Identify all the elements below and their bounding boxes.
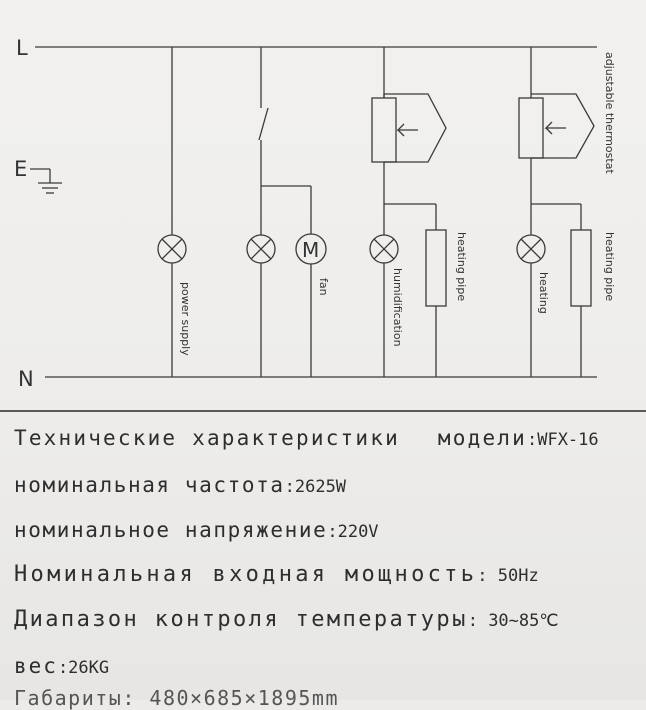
weight-value: :26KG bbox=[57, 658, 110, 678]
model-label: модели bbox=[437, 426, 527, 450]
switch-branch bbox=[258, 47, 312, 377]
power-supply-label: power supply bbox=[179, 282, 192, 356]
earth-label: E bbox=[14, 157, 27, 181]
svg-text:M: M bbox=[302, 238, 319, 262]
power-supply-lamp bbox=[157, 234, 187, 264]
weight-label: вес bbox=[14, 654, 58, 678]
heating-label: heating bbox=[537, 272, 550, 314]
neutral-label: N bbox=[18, 367, 34, 391]
fan-label: fan bbox=[317, 278, 330, 296]
temperature-value: : 30~85℃ bbox=[467, 611, 559, 631]
heating-pipe-1 bbox=[425, 229, 447, 307]
wiring-diagram: L E N power supply bbox=[14, 36, 616, 391]
frequency-row: номинальная частота:2625W bbox=[14, 473, 346, 497]
humidification-label: humidification bbox=[391, 268, 404, 347]
dimensions-row: Габариты: 480×685×1895mm bbox=[14, 686, 339, 710]
frequency-value: :2625W bbox=[284, 477, 347, 497]
dimensions-text: Габариты: 480×685×1895mm bbox=[14, 686, 339, 710]
voltage-row: номинальное напряжение:220V bbox=[14, 518, 379, 542]
temperature-label: Диапазон контроля температуры bbox=[14, 607, 468, 632]
heating-pipe-2 bbox=[570, 229, 592, 307]
power-label: Номинальная входная мощность bbox=[14, 562, 478, 587]
adjustable-thermostat bbox=[518, 93, 595, 159]
fan-motor: M bbox=[295, 233, 327, 265]
humidification-thermostat bbox=[371, 93, 447, 163]
voltage-value: :220V bbox=[327, 522, 379, 542]
model-value: :WFX-16 bbox=[526, 430, 599, 450]
adjustable-thermostat-label: adjustable thermostat bbox=[603, 52, 616, 174]
heating-lamp bbox=[516, 234, 546, 264]
voltage-label: номинальное напряжение bbox=[14, 518, 328, 542]
spec-title: Технические характеристики bbox=[14, 426, 400, 450]
fan-lamp bbox=[246, 234, 276, 264]
heating-branch bbox=[530, 47, 582, 377]
temperature-row: Диапазон контроля температуры: 30~85℃ bbox=[14, 607, 558, 632]
power-row: Номинальная входная мощность: 50Hz bbox=[14, 562, 539, 587]
humidification-lamp bbox=[369, 234, 399, 264]
humidification-branch bbox=[383, 47, 437, 377]
frequency-label: номинальная частота bbox=[14, 473, 285, 497]
power-value: : 50Hz bbox=[477, 566, 539, 586]
spec-title-row: Технические характеристики модели:WFX-16 bbox=[14, 426, 599, 450]
weight-row: вес:26KG bbox=[14, 654, 109, 678]
live-label: L bbox=[16, 36, 28, 60]
heating-pipe-2-label: heating pipe bbox=[603, 232, 616, 301]
earth-symbol bbox=[30, 168, 62, 194]
heating-pipe-1-label: heating pipe bbox=[455, 232, 468, 301]
